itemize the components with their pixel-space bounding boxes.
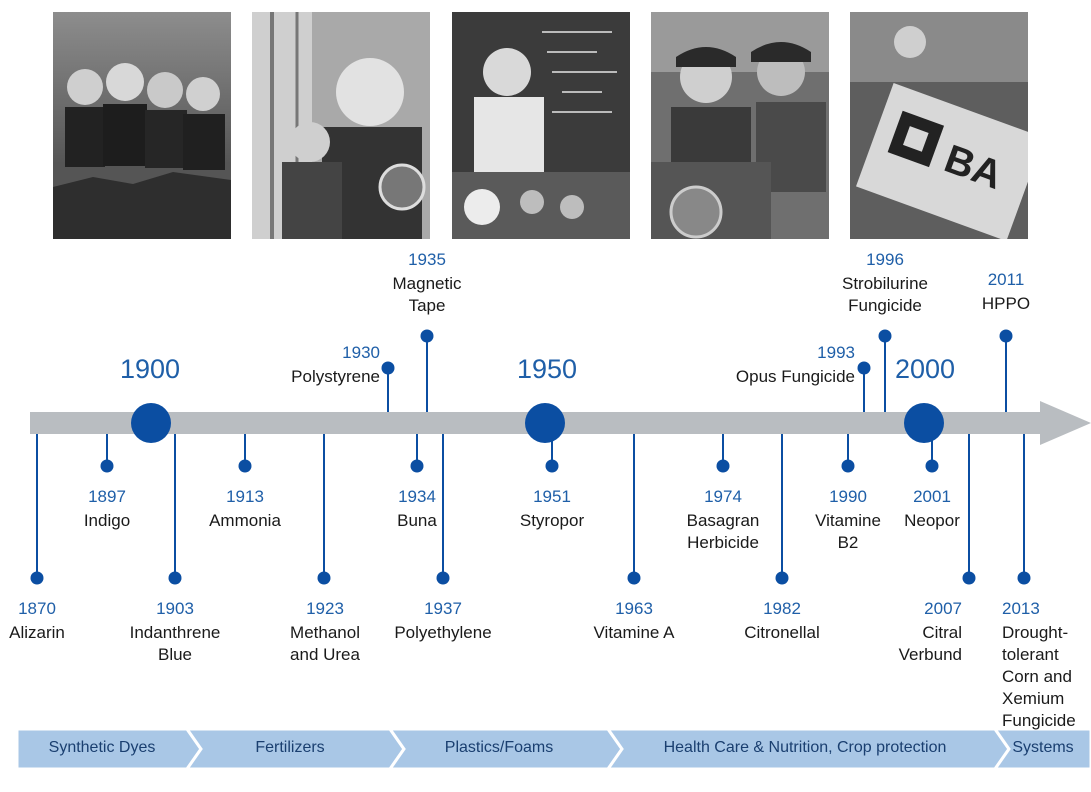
event-dot <box>841 459 855 473</box>
event-label: Magnetic Tape <box>392 274 462 315</box>
event-year: 1930 <box>342 343 380 362</box>
event-label: Citronellal <box>744 623 820 642</box>
event-year: 1982 <box>763 599 801 618</box>
event-label: Buna <box>397 511 437 530</box>
event-dot <box>238 459 252 473</box>
event-year: 1870 <box>18 599 56 618</box>
event-label: Polyethylene <box>394 623 492 642</box>
event-year: 1996 <box>866 250 904 269</box>
era-chevron <box>992 727 1091 771</box>
event-year: 2013 <box>1002 599 1040 618</box>
event-dot <box>420 329 434 343</box>
decade-circle-2000 <box>904 403 944 443</box>
era-plastics-foams: Plastics/Foams <box>444 739 554 756</box>
event-dot <box>962 571 976 585</box>
decade-label: 1900 <box>119 354 181 384</box>
timeline-arrow-head <box>1040 401 1091 445</box>
event-label: Styropor <box>519 511 585 530</box>
era-systems: Systems <box>1012 739 1074 756</box>
event-year: 1974 <box>704 487 742 506</box>
founders-portrait-photo <box>53 12 231 239</box>
event-label: Strobilurine Fungicide <box>842 274 928 315</box>
event-label: Indigo <box>83 511 131 530</box>
event-label: Neopor <box>904 511 960 530</box>
event-year: 1923 <box>306 599 344 618</box>
event-dot <box>1017 571 1031 585</box>
event-year: 1990 <box>829 487 867 506</box>
event-year: 1937 <box>424 599 462 618</box>
event-dot <box>999 329 1013 343</box>
scientist-blackboard-photo <box>452 12 630 239</box>
event-dot <box>410 459 424 473</box>
event-label: Opus Fungicide <box>735 367 855 386</box>
event-dot <box>381 361 395 375</box>
event-year: 1963 <box>615 599 653 618</box>
event-label: Ammonia <box>209 511 281 530</box>
decade-circle-1950 <box>525 403 565 443</box>
era-synthetic-dyes: Synthetic Dyes <box>48 739 156 756</box>
decade-circle-1900 <box>131 403 171 443</box>
event-dot <box>716 459 730 473</box>
event-label: Indanthrene Blue <box>129 623 221 664</box>
era-health-care-crop-protection: Health Care & Nutrition, Crop protection <box>663 739 947 756</box>
event-year: 1993 <box>817 343 855 362</box>
event-label: Vitamine B2 <box>815 511 881 552</box>
basf-logo-photo: BA <box>850 12 1028 239</box>
event-dot <box>878 329 892 343</box>
event-year: 1903 <box>156 599 194 618</box>
event-year: 1913 <box>226 487 264 506</box>
event-label: Basagran Herbicide <box>686 511 760 552</box>
event-year: 2007 <box>924 599 962 618</box>
event-label: HPPO <box>981 294 1031 313</box>
event-year: 1951 <box>533 487 571 506</box>
event-label: Vitamine A <box>593 623 675 642</box>
event-label: Alizarin <box>9 623 65 642</box>
event-year: 2011 <box>987 270 1025 289</box>
event-dot <box>627 571 641 585</box>
era-fertilizers: Fertilizers <box>255 739 325 756</box>
workers-notebook-photo <box>651 12 829 239</box>
event-label: Polystyrene <box>291 367 380 386</box>
decade-label: 2000 <box>894 354 956 384</box>
event-label: Drought- tolerant Corn and Xemium Fungic… <box>1002 623 1076 730</box>
decade-label: 1950 <box>516 354 578 384</box>
event-dot <box>168 571 182 585</box>
event-label: Citral Verbund <box>898 623 962 664</box>
event-dot <box>925 459 939 473</box>
event-year: 1934 <box>398 487 436 506</box>
event-dot <box>545 459 559 473</box>
event-dot <box>436 571 450 585</box>
event-year: 1935 <box>408 250 446 269</box>
event-year: 2001 <box>913 487 951 506</box>
event-year: 1897 <box>88 487 126 506</box>
event-label: Methanol and Urea <box>290 623 360 664</box>
event-dot <box>317 571 331 585</box>
event-dot <box>30 571 44 585</box>
event-dot <box>100 459 114 473</box>
event-dot <box>775 571 789 585</box>
chemist-lab-photo <box>252 12 430 239</box>
event-dot <box>857 361 871 375</box>
